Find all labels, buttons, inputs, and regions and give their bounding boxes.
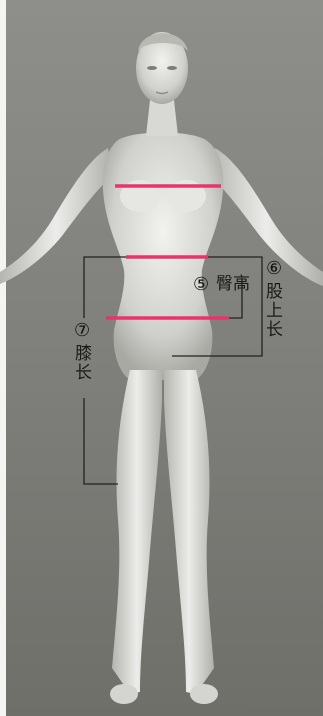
crotch-length-number: ⑥ <box>266 260 282 278</box>
left-eye <box>147 66 157 70</box>
knee-length-label: 膝长 <box>72 344 89 382</box>
knee-length-number: ⑦ <box>74 322 90 340</box>
left-border <box>0 0 6 716</box>
hip-height-number: ⑤ <box>193 276 209 294</box>
right-eye <box>167 66 177 70</box>
left-foot <box>110 684 138 704</box>
crotch-length-label: 股上长 <box>263 282 280 339</box>
right-foot <box>190 684 218 704</box>
neck <box>146 100 178 136</box>
hip-height-label: 臀高 <box>216 276 250 293</box>
